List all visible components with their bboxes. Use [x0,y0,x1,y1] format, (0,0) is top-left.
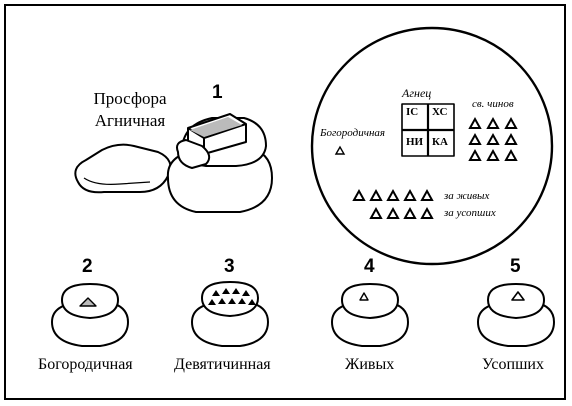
ni-label: НИ [406,136,424,148]
for-departed-label: за усопших [444,207,496,219]
prosphora-title-line1: Просфора [93,89,167,108]
prosphora-4-drawing [331,283,409,347]
prosphora-1-drawing [74,113,273,213]
prosphora-5-drawing [477,283,555,347]
caption-mother-of-god: Богородичная [38,356,133,373]
lamb-label: Агнец [402,86,432,100]
prosphora-title-line2: Агничная [94,111,166,130]
xc-label: ХС [432,106,448,118]
number-4: 4 [364,256,375,277]
prosphora-3-drawing [191,281,269,347]
number-1: 1 [212,82,223,103]
saints-triangles [468,116,518,161]
number-3: 3 [224,256,235,277]
for-living-label: за живых [444,190,490,202]
saints-orders-label: св. чинов [472,98,514,110]
mother-of-god-triangle [334,145,346,155]
prosphora-title: Просфора Агничная [80,88,180,132]
ka-label: КА [432,136,448,148]
caption-living: Живых [345,356,395,373]
figure-frame [4,4,566,400]
departed-triangles [369,206,434,219]
living-triangles [352,188,434,201]
caption-departed: Усопших [482,356,544,373]
number-5: 5 [510,256,521,277]
mother-of-god-label: Богородичная [320,127,386,139]
prosphora-2-drawing [51,283,129,347]
ic-label: IС [406,106,419,118]
caption-nine-orders: Девятичинная [174,356,271,373]
number-2: 2 [82,256,93,277]
